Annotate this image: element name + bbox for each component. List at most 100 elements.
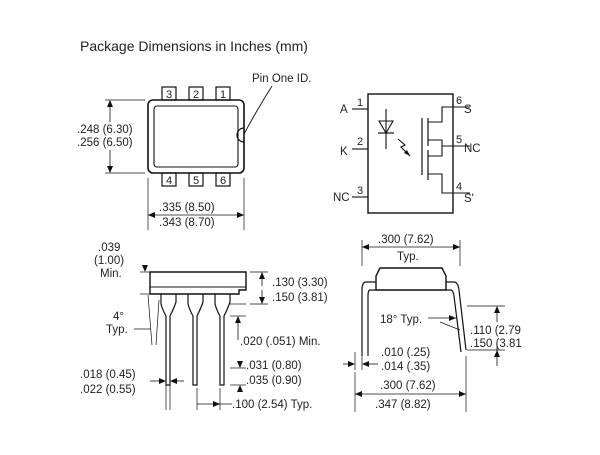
- pin-label-s: S: [464, 104, 472, 116]
- bottom-pin-4: [161, 172, 177, 187]
- standoff-label: (1.00): [94, 255, 124, 267]
- top-pin-2: [188, 86, 204, 101]
- page-title: Package Dimensions in Inches (mm): [80, 38, 308, 54]
- arrowhead: [142, 265, 148, 272]
- pin-number: 2: [193, 89, 199, 101]
- lead-left: [160, 294, 177, 386]
- source-wire: [428, 146, 443, 157]
- drain-wire: [428, 106, 453, 123]
- arrowhead: [494, 306, 500, 313]
- arrowhead: [170, 378, 177, 384]
- width-max-label: .343 (8.70): [159, 217, 215, 229]
- arrowhead: [449, 315, 456, 321]
- arrowhead: [453, 244, 460, 250]
- pin-number: 1: [357, 97, 363, 109]
- arrowhead: [107, 166, 113, 173]
- angle-line: [147, 294, 153, 346]
- pin-one-leader: [243, 85, 273, 135]
- lead-min-label: .020 (.051) Min.: [240, 336, 321, 348]
- standoff-label: .039: [98, 242, 120, 254]
- arrowhead: [213, 401, 220, 407]
- top-view: 3 2 1 4 5 6 Pin One ID. .248 (6.30) .256…: [77, 73, 311, 230]
- schematic-box: [367, 93, 454, 214]
- end-lead-right-inner: [446, 289, 462, 353]
- thickness-label: .014 (.35): [381, 361, 430, 373]
- arrowhead: [148, 212, 155, 218]
- thickness-label: .010 (.25): [381, 347, 430, 359]
- pin-number: 3: [166, 89, 172, 101]
- height-min-label: .248 (6.30): [77, 124, 133, 136]
- width-min-label: .335 (8.50): [159, 202, 215, 214]
- bottom-pin-5: [188, 172, 204, 187]
- lead-right: [214, 294, 231, 386]
- arrowhead: [107, 100, 113, 107]
- pitch-label: .100 (2.54) Typ.: [232, 399, 312, 411]
- pin-number: 1: [220, 89, 226, 101]
- lead-middle: [187, 294, 204, 386]
- end-body: [375, 267, 447, 291]
- angle-label: 4°: [113, 311, 124, 323]
- arrowhead: [237, 361, 243, 368]
- arrowhead: [355, 391, 362, 397]
- end-lead-right: [446, 281, 467, 351]
- side-view: .039 (1.00) Min. .130 (3.30) .150 (3.81)…: [80, 242, 328, 411]
- package-body-inner: [153, 105, 239, 168]
- pin-number: 6: [220, 175, 226, 187]
- angle-label: Typ.: [106, 324, 128, 336]
- pin-number: 6: [456, 95, 462, 107]
- pin-one-label: Pin One ID.: [252, 73, 311, 85]
- row-spacing-label: .300 (7.62): [378, 234, 434, 246]
- angle-line: [439, 321, 461, 331]
- schematic: 1 2 3 6 5 4 A K NC S NC S': [333, 93, 481, 214]
- arrowhead: [235, 316, 241, 323]
- arrowhead: [362, 361, 369, 367]
- arrowhead: [404, 150, 410, 156]
- standoff-label: Min.: [100, 268, 122, 280]
- end-view: 18° Typ. .300 (7.62) Typ. .110 (2.79 .15…: [343, 234, 522, 412]
- seat-height-label: .110 (2.79: [470, 325, 521, 337]
- span-label: .347 (8.82): [375, 399, 431, 411]
- span-label: .300 (7.62): [380, 380, 436, 392]
- top-pin-3: [161, 86, 177, 101]
- row-spacing-typ: Typ.: [397, 251, 419, 263]
- lead-width-label: .022 (0.55): [80, 384, 136, 396]
- pin-number: 4: [456, 181, 462, 193]
- height-max-label: .256 (6.50): [77, 137, 133, 149]
- arrowhead: [348, 361, 355, 367]
- bottom-pin-6: [215, 172, 231, 187]
- side-body: [149, 271, 247, 295]
- arrowhead: [494, 350, 500, 357]
- angle-line: [155, 299, 160, 346]
- arrowhead: [159, 378, 166, 384]
- arrowhead: [459, 391, 466, 397]
- pin-number: 2: [357, 136, 363, 148]
- arrowhead: [259, 272, 265, 279]
- pin-label-a: A: [340, 104, 348, 116]
- end-lead-left: [361, 281, 376, 356]
- pin-label-nc: NC: [464, 143, 481, 155]
- led-diode-icon: [378, 120, 394, 135]
- arrowhead: [237, 385, 243, 392]
- arrowhead: [237, 212, 244, 218]
- lead-length-label: .035 (0.90): [246, 375, 302, 387]
- seat-height-label: .150 (3.81: [470, 338, 522, 350]
- pin-label-s-prime: S': [464, 193, 474, 205]
- lead-length-label: .031 (0.80): [246, 360, 302, 372]
- source-wire: [428, 139, 453, 147]
- pin-number: 5: [193, 175, 199, 187]
- pin-number: 3: [357, 185, 363, 197]
- lead-width-label: .018 (0.45): [80, 369, 136, 381]
- pin-number: 4: [166, 175, 172, 187]
- end-angle-label: 18° Typ.: [380, 314, 422, 326]
- package-body-outer: [147, 99, 245, 174]
- arrowhead: [362, 244, 369, 250]
- pin-one-notch: [236, 127, 245, 143]
- body-height-label: .150 (3.81): [272, 292, 328, 304]
- body-height-label: .130 (3.30): [272, 277, 328, 289]
- pin-number: 5: [456, 134, 462, 146]
- arrowhead: [259, 297, 265, 304]
- top-pin-1: [215, 86, 231, 101]
- end-lead-left-inner: [367, 289, 376, 356]
